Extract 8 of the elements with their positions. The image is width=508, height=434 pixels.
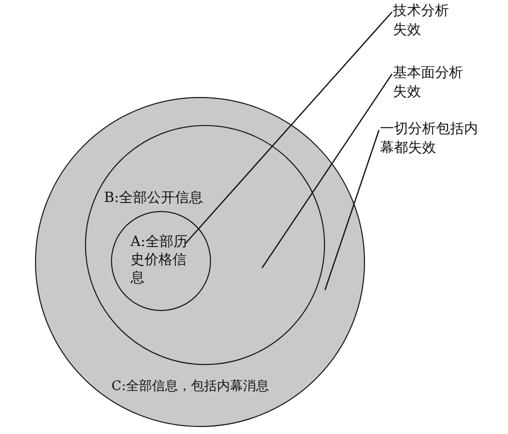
- region-label: A:全部历史价格信息: [130, 232, 188, 286]
- annotation-text: 基本面分析失效: [393, 64, 467, 102]
- region-label: C:全部信息，包括内幕消息: [112, 378, 270, 396]
- region-label: B:全部公开信息: [104, 189, 204, 207]
- leader-line: [324, 130, 380, 290]
- annotation-text: 技术分析失效: [393, 2, 453, 40]
- leader-line: [184, 12, 392, 244]
- annotation-text: 一切分析包括内幕都失效: [380, 120, 482, 158]
